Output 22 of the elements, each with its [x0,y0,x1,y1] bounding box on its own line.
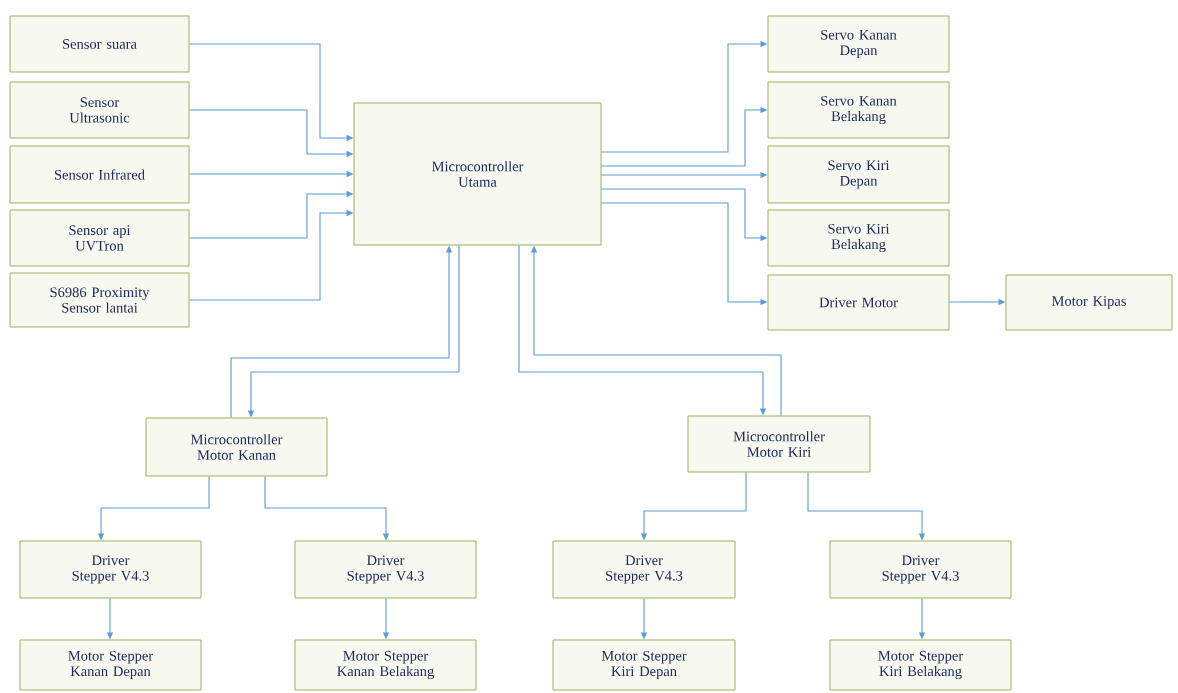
block-box: Servo Kanan Depan [767,15,950,73]
block-box: Motor Stepper Kiri Belakang [829,639,1012,691]
controller-box: Microcontroller Motor Kanan [145,417,328,477]
block-box: Servo Kanan Belakang [767,81,950,139]
block-box: Sensor Infrared [9,145,190,204]
block-box: Sensor suara [9,15,190,73]
block-box: Sensor api UVTron [9,209,190,267]
block-box: Driver Stepper V4.3 [19,540,202,599]
controller-box: Microcontroller Utama [353,102,602,246]
block-box: Motor Stepper Kanan Belakang [294,639,477,691]
block-box: Driver Stepper V4.3 [294,540,477,599]
block-box: S6986 Proximity Sensor lantai [9,272,190,328]
block-box: Motor Stepper Kiri Depan [552,639,736,691]
block-box: Driver Motor [767,274,950,331]
block-box: Driver Stepper V4.3 [552,540,736,599]
block-box: Servo Kiri Depan [767,145,950,204]
block-box: Motor Kipas [1005,274,1173,331]
controller-box: Microcontroller Motor Kiri [687,415,871,473]
block-box: Sensor Ultrasonic [9,81,190,139]
block-box: Motor Stepper Kanan Depan [19,639,202,691]
block-box: Driver Stepper V4.3 [829,540,1012,599]
block-box: Servo Kiri Belakang [767,209,950,267]
